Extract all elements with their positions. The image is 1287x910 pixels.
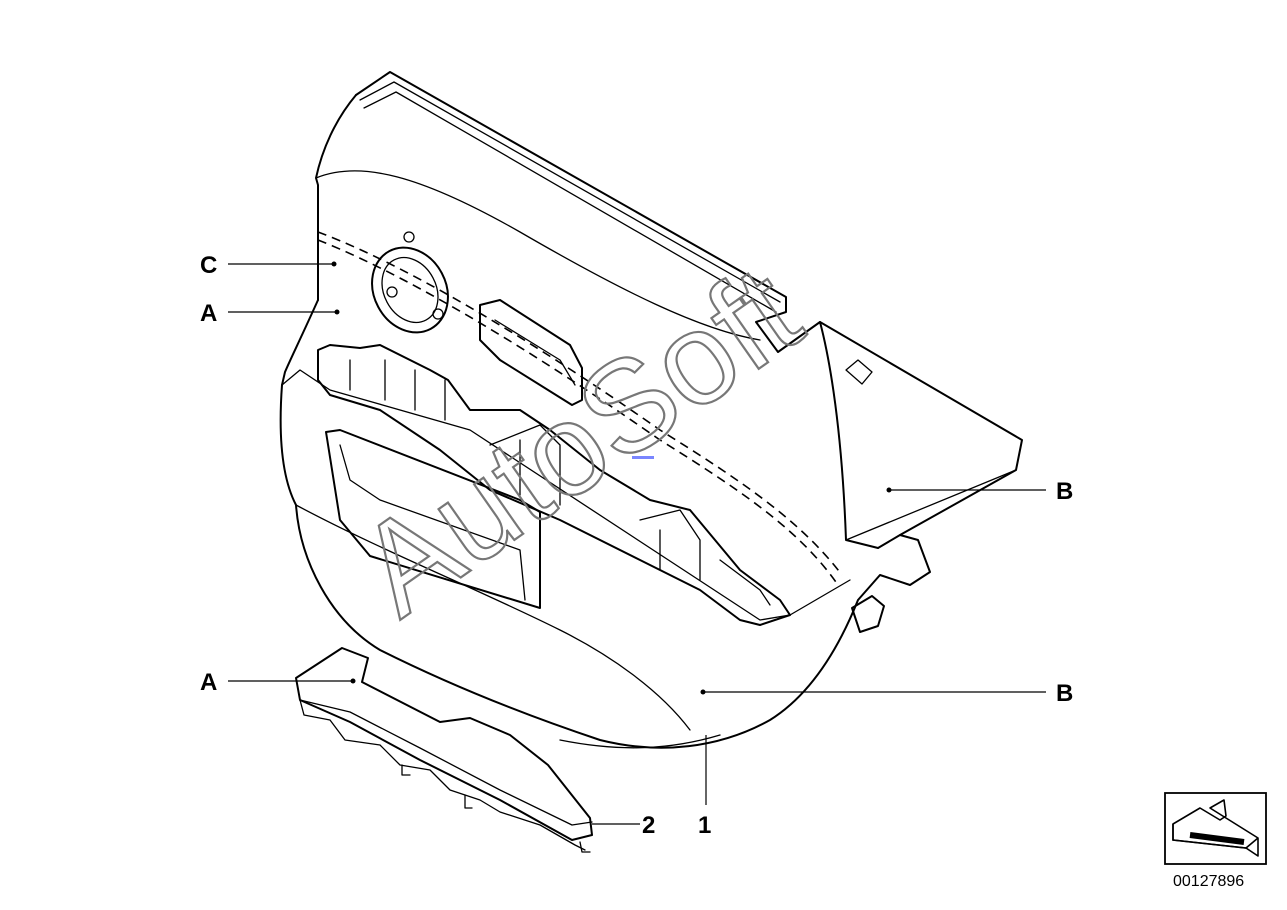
label-a-lower: A bbox=[200, 669, 217, 696]
blue-mark bbox=[632, 456, 654, 459]
label-c: C bbox=[200, 252, 217, 279]
label-a-upper: A bbox=[200, 300, 217, 327]
watermark: AutoSoft bbox=[332, 237, 824, 643]
armrest-trim bbox=[295, 647, 593, 853]
part-number: 00127896 bbox=[1173, 873, 1244, 890]
door-trim-panel bbox=[279, 71, 1023, 749]
orientation-icon bbox=[1164, 792, 1267, 865]
label-2: 2 bbox=[642, 812, 655, 839]
label-1: 1 bbox=[698, 812, 711, 839]
label-b-lower: B bbox=[1056, 680, 1073, 707]
label-b-upper: B bbox=[1056, 478, 1073, 505]
leader-lines bbox=[228, 261, 1046, 825]
